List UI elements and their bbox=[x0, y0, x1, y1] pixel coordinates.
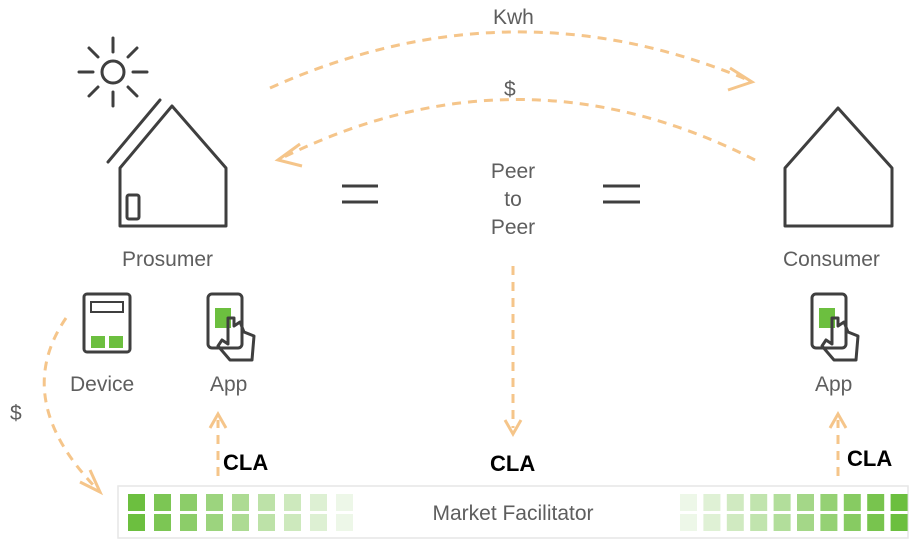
market-cell bbox=[258, 494, 275, 511]
device-to-market-arrow bbox=[42, 317, 104, 496]
market-cell bbox=[206, 514, 223, 531]
prosumer-phone-tap-icon bbox=[206, 292, 256, 362]
market-cell bbox=[726, 494, 744, 511]
device-label: Device bbox=[70, 373, 134, 396]
market-right-cells bbox=[680, 494, 908, 531]
market-cell bbox=[154, 494, 171, 511]
market-cell bbox=[726, 514, 744, 531]
market-cell bbox=[750, 514, 768, 531]
money-label-side: $ bbox=[10, 402, 22, 425]
market-cell bbox=[680, 494, 697, 511]
market-cell bbox=[750, 494, 768, 511]
market-cell bbox=[703, 494, 721, 511]
market-cell bbox=[180, 514, 197, 531]
sun-icon bbox=[77, 36, 149, 108]
market-cell bbox=[680, 514, 697, 531]
market-cell bbox=[890, 514, 908, 531]
market-cell bbox=[310, 514, 327, 531]
market-cell bbox=[773, 494, 791, 511]
market-cell bbox=[232, 494, 249, 511]
market-cell bbox=[128, 514, 145, 531]
consumer-app-cla-arrow bbox=[828, 410, 848, 476]
device-icon bbox=[82, 292, 132, 354]
cla-right-label: CLA bbox=[847, 446, 892, 471]
market-facilitator-bar bbox=[117, 485, 909, 539]
market-cell bbox=[867, 494, 885, 511]
consumer-label: Consumer bbox=[783, 248, 880, 271]
center-cla-arrow bbox=[503, 266, 523, 438]
consumer-app-label: App bbox=[815, 373, 852, 396]
money-flow-arrow bbox=[274, 98, 756, 168]
market-cell bbox=[336, 514, 353, 531]
market-cell bbox=[180, 494, 197, 511]
market-facilitator-label: Market Facilitator bbox=[432, 502, 593, 525]
market-cell bbox=[773, 514, 791, 531]
market-cell bbox=[890, 494, 908, 511]
equals-left-icon bbox=[342, 184, 378, 204]
market-cell bbox=[867, 514, 885, 531]
market-cell bbox=[154, 514, 171, 531]
market-cell bbox=[820, 494, 838, 511]
money-label-top: $ bbox=[504, 78, 516, 101]
market-cell bbox=[797, 494, 814, 511]
cla-left-label: CLA bbox=[223, 450, 268, 475]
market-cell bbox=[128, 494, 145, 511]
market-cell bbox=[797, 514, 814, 531]
market-cell bbox=[258, 514, 275, 531]
market-cell bbox=[820, 514, 838, 531]
equals-right-icon bbox=[603, 184, 640, 204]
market-cell bbox=[843, 494, 861, 511]
market-left-cells bbox=[128, 494, 353, 531]
kwh-flow-arrow bbox=[269, 30, 756, 92]
market-cell bbox=[843, 514, 861, 531]
market-cell bbox=[310, 494, 327, 511]
market-cell bbox=[336, 494, 353, 511]
consumer-house-icon bbox=[783, 106, 894, 228]
consumer-phone-tap-icon bbox=[810, 292, 860, 362]
kwh-label: Kwh bbox=[493, 6, 534, 29]
cla-middle-label: CLA bbox=[490, 451, 535, 476]
center-line-1: Peer bbox=[491, 160, 535, 183]
prosumer-house-icon bbox=[106, 98, 228, 228]
market-cell bbox=[206, 494, 223, 511]
prosumer-label: Prosumer bbox=[122, 248, 213, 271]
market-cell bbox=[284, 494, 301, 511]
center-line-2: to bbox=[504, 188, 522, 211]
market-cell bbox=[232, 514, 249, 531]
prosumer-app-label: App bbox=[210, 373, 247, 396]
prosumer-app-cla-arrow bbox=[208, 410, 228, 476]
center-line-3: Peer bbox=[491, 216, 535, 239]
market-cell bbox=[284, 514, 301, 531]
market-cell bbox=[703, 514, 721, 531]
